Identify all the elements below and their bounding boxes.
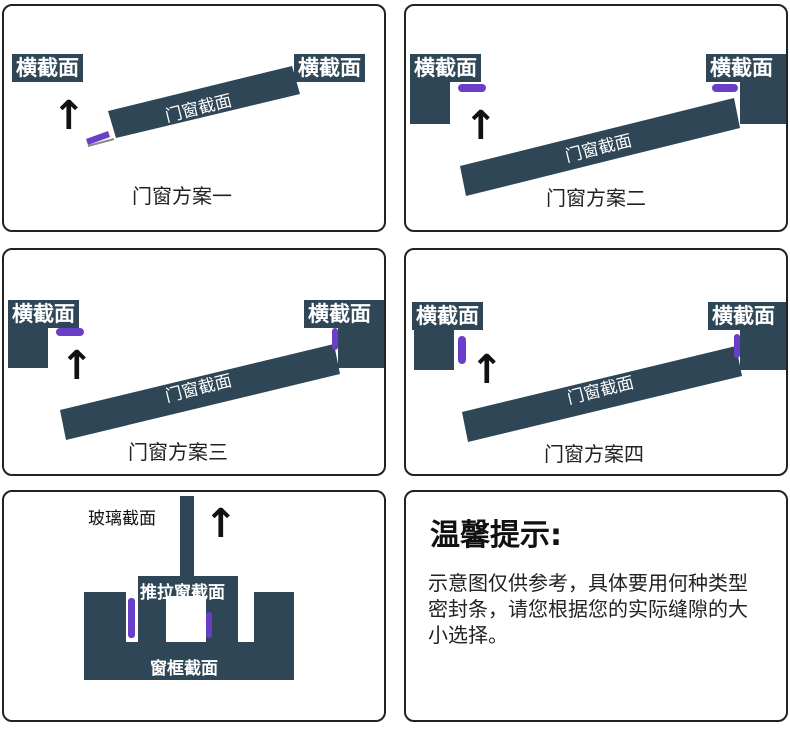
up-arrow-icon: ↑ xyxy=(470,347,504,393)
sliding-window-diagram xyxy=(84,496,294,680)
door-window-bar xyxy=(60,344,340,440)
seal-strip-left xyxy=(128,598,135,638)
seal-strip-left xyxy=(458,84,486,92)
cross-section-label-left: 横截面 xyxy=(412,302,483,330)
scheme-caption: 门窗方案三 xyxy=(128,440,228,464)
tip-body: 示意图仅供参考，具体要用何种类型密封条，请您根据您的实际缝隙的大小选择。 xyxy=(428,571,748,647)
scheme-panel-2: 横截面 横截面 ↑ 门窗截面 门窗方案二 xyxy=(404,4,788,232)
frame-section-label: 窗框截面 xyxy=(150,659,218,679)
up-arrow-icon: ↑ xyxy=(52,93,86,139)
seal-strip xyxy=(86,131,110,145)
up-arrow-icon: ↑ xyxy=(60,343,94,389)
seal-strip-left xyxy=(56,328,84,336)
sash-gap xyxy=(166,596,206,642)
up-arrow-icon: ↑ xyxy=(464,103,498,149)
seal-strip-right xyxy=(712,84,738,92)
up-arrow-icon: ↑ xyxy=(204,501,238,547)
door-window-bar xyxy=(460,98,740,196)
cross-section-label-left: 横截面 xyxy=(12,54,83,82)
glass-section-label: 玻璃截面 xyxy=(88,509,156,529)
scheme-caption: 门窗方案二 xyxy=(546,186,646,210)
scheme-panel-3: 横截面 横截面 ↑ 门窗截面 门窗方案三 xyxy=(2,248,386,476)
seal-strip-right xyxy=(734,334,740,358)
door-window-bar xyxy=(462,346,742,442)
scheme-1-diagram xyxy=(86,66,300,147)
scheme-caption: 门窗方案四 xyxy=(544,442,644,466)
scheme-panel-4: 横截面 横截面 ↑ 门窗截面 门窗方案四 xyxy=(404,248,788,476)
scheme-panel-1: 横截面 横截面 ↑ 门窗截面 门窗方案一 xyxy=(2,4,386,232)
sliding-window-panel: 玻璃截面 ↑ 推拉窗截面 窗框截面 xyxy=(2,490,386,722)
cross-section-label-left: 横截面 xyxy=(8,300,79,328)
cross-section-label-right: 横截面 xyxy=(708,302,779,330)
seal-strip-right xyxy=(332,328,338,350)
tip-panel: 温馨提示: 示意图仅供参考，具体要用何种类型密封条，请您根据您的实际缝隙的大小选… xyxy=(404,490,788,722)
door-window-bar xyxy=(108,66,300,138)
cross-section-label-right: 横截面 xyxy=(706,54,777,82)
gap-line xyxy=(87,138,115,147)
glass-section xyxy=(180,496,194,594)
seal-strip-left xyxy=(458,336,466,364)
cross-section-label-left: 横截面 xyxy=(410,54,481,82)
sliding-window-section-label: 推拉窗截面 xyxy=(140,583,225,603)
cross-section-label-right: 横截面 xyxy=(294,54,365,82)
tip-title: 温馨提示: xyxy=(430,518,562,553)
scheme-caption: 门窗方案一 xyxy=(132,184,232,208)
seal-strip-right xyxy=(206,612,212,638)
cross-section-label-right: 横截面 xyxy=(304,300,375,328)
